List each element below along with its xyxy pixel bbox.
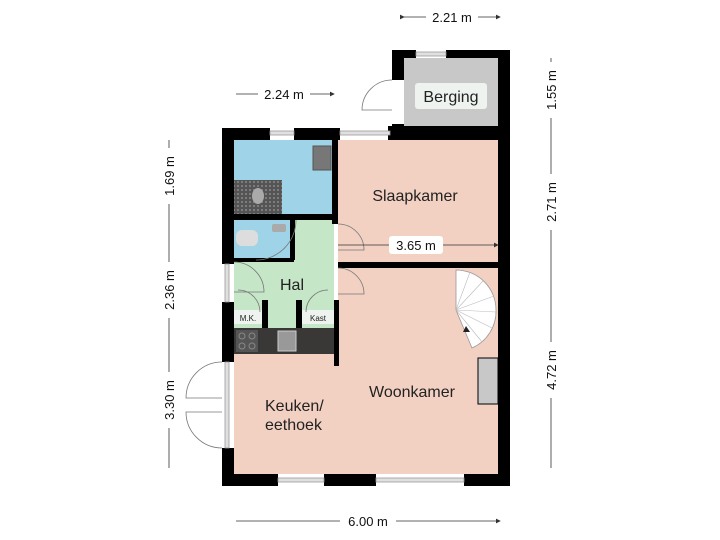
- dim-right-berging: 1.55 m: [544, 70, 559, 110]
- dim-left-hal: 2.36 m: [162, 270, 177, 310]
- mk-cabinet: [234, 310, 262, 324]
- label-berging: Berging: [423, 89, 478, 106]
- dim-bedroom-width: 3.65 m: [396, 238, 436, 253]
- windows: [224, 51, 465, 483]
- room-keuken: [234, 354, 340, 474]
- dim-left-kitchen: 3.30 m: [162, 380, 177, 420]
- dim-bottom-total: 6.00 m: [348, 514, 388, 529]
- washbasin: [312, 145, 332, 171]
- shower-drain: [252, 188, 264, 204]
- dim-left-bath: 1.69 m: [162, 156, 177, 196]
- label-hal: Hal: [280, 277, 304, 294]
- dim-top-bath: 2.24 m: [264, 87, 304, 102]
- dim-right-bedroom: 2.71 m: [544, 182, 559, 222]
- toilet: [236, 230, 258, 246]
- label-slaapkamer: Slaapkamer: [372, 188, 458, 205]
- kast-cabinet: [302, 310, 334, 324]
- label-kast: Kast: [310, 314, 327, 323]
- toilet-sink: [272, 224, 286, 232]
- spiral-staircase: [455, 269, 497, 349]
- label-keuken-1: Keuken/: [265, 398, 324, 415]
- label-mk: M.K.: [240, 314, 256, 323]
- dim-right-living: 4.72 m: [544, 350, 559, 390]
- sink-icon: [277, 330, 297, 352]
- doors: [185, 79, 393, 449]
- stove-icon: [236, 330, 258, 352]
- walls: [222, 50, 510, 486]
- label-keuken-2: eethoek: [265, 417, 323, 434]
- dim-top-berging: 2.21 m: [432, 10, 472, 25]
- chimney: [477, 357, 499, 405]
- label-woonkamer: Woonkamer: [369, 384, 456, 401]
